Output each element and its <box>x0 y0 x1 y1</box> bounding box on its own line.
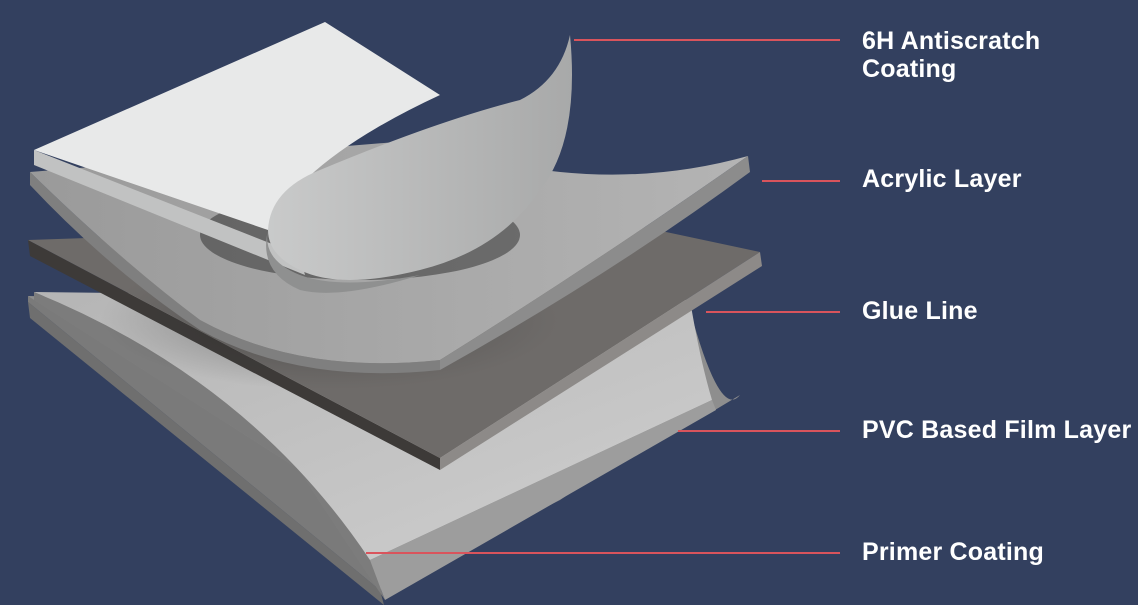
label-primer-coating: Primer Coating <box>862 538 1044 566</box>
label-glue-line: Glue Line <box>862 297 978 325</box>
label-antiscratch-coating: 6H Antiscratch Coating <box>862 27 1040 83</box>
label-acrylic-layer: Acrylic Layer <box>862 165 1022 193</box>
label-pvc-film-layer: PVC Based Film Layer <box>862 416 1131 444</box>
